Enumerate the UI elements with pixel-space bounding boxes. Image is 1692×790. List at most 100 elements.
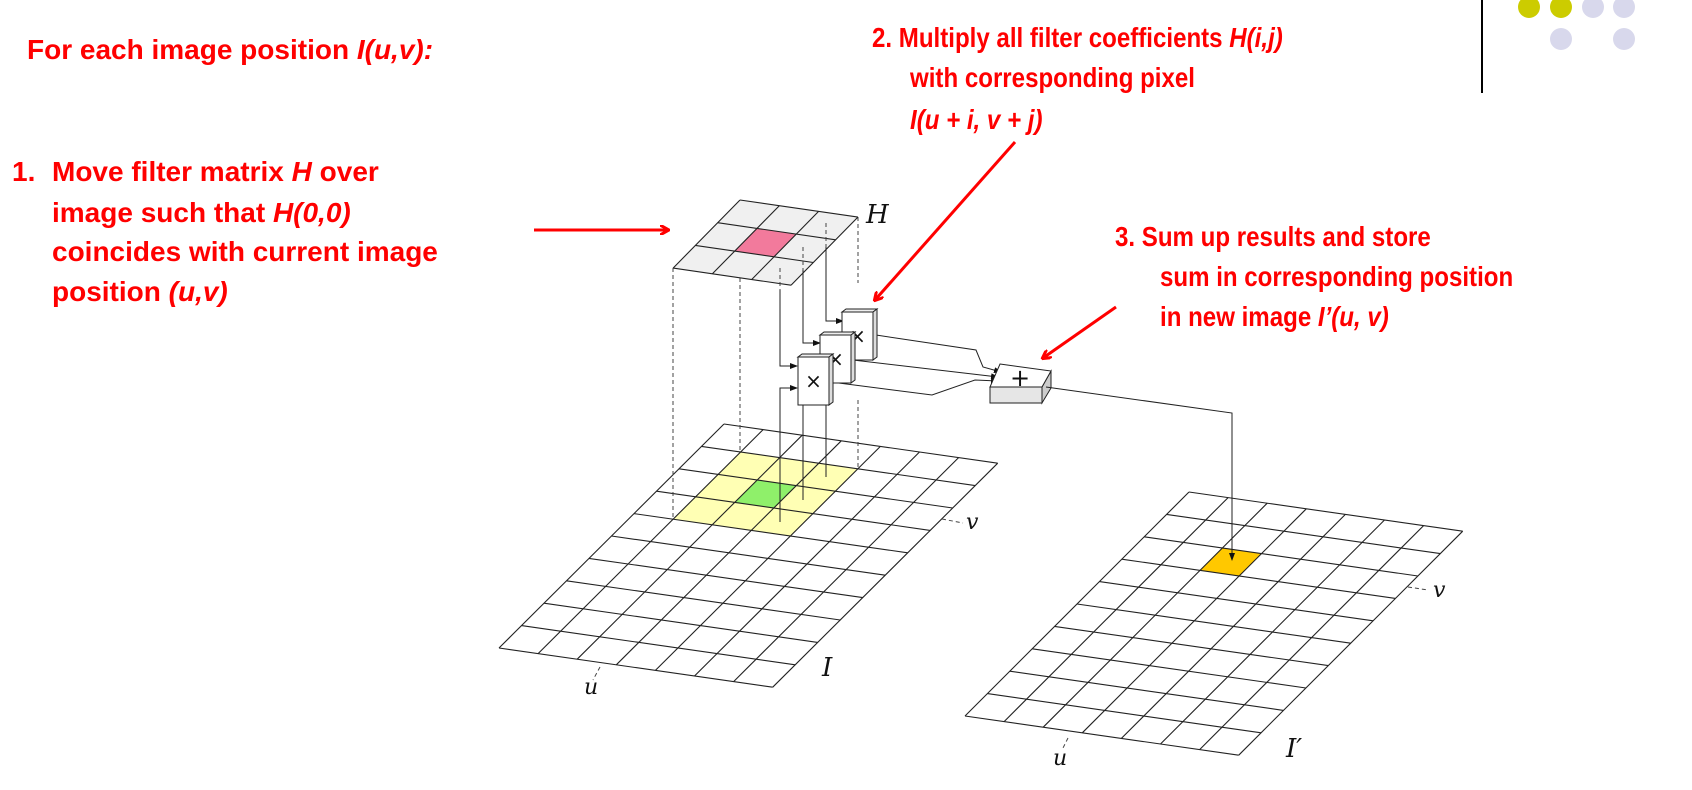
image-grid-I-prime-col-line xyxy=(1199,525,1424,750)
multiplier-box-side xyxy=(850,331,856,384)
image-grid-I-prime-row-line xyxy=(1054,625,1329,667)
image-grid-I-col-line xyxy=(537,429,764,654)
image-grid-I-row-line xyxy=(723,423,998,464)
multiplier-box xyxy=(797,356,830,406)
product-to-sum-line xyxy=(875,334,1002,374)
decor-dot-yellow xyxy=(1518,0,1540,18)
image-grid-I-highlighted-cell xyxy=(734,480,797,508)
image-grid-I-prime-col-line xyxy=(1238,530,1464,756)
image-grid-I-prime-col-line xyxy=(1081,508,1307,734)
filter-grid-H-row-line xyxy=(695,244,814,264)
image-grid-I-prime-row-line xyxy=(987,693,1262,734)
text: position xyxy=(52,276,169,307)
heading-text: For each image position xyxy=(27,34,357,65)
sum-to-output-line xyxy=(1045,386,1235,561)
image-grid-I-prime-row-line xyxy=(964,715,1239,756)
image-grid-I-col-line xyxy=(733,457,959,682)
image-grid-I-row-line xyxy=(611,535,886,576)
step3-line2: sum in corresponding position xyxy=(1160,261,1514,292)
image-grid-I-prime-col-line xyxy=(964,491,1190,717)
u-axis-tick xyxy=(1061,737,1069,751)
image-grid-I-row-line xyxy=(566,580,841,621)
image-grid-I-row-line xyxy=(633,513,908,554)
label-I: I xyxy=(822,653,833,683)
image-grid-I-prime-col-line xyxy=(1160,519,1385,745)
label-v: v xyxy=(966,510,979,535)
image-grid-I-col-line xyxy=(655,446,881,671)
step3-line3: in new image I’(u, v) xyxy=(1160,300,1389,334)
image-grid-I-prime-row-line xyxy=(1032,648,1306,689)
label-u: u xyxy=(584,675,599,700)
image-grid-I-prime-row-line xyxy=(1166,513,1441,555)
image-grid-I-row-line xyxy=(588,557,863,599)
text: Multiply all filter coefficients xyxy=(898,22,1230,53)
filter-grid-H-col-line xyxy=(712,205,780,275)
text: image such that xyxy=(52,197,273,228)
text: Move filter matrix xyxy=(52,156,292,187)
step1-line3: coincides with current image xyxy=(52,236,438,267)
decor-dot-lavender xyxy=(1582,0,1604,18)
image-grid-I-row-line xyxy=(498,647,773,688)
decor-dot-lavender xyxy=(1613,28,1635,50)
image-grid-I-row-line xyxy=(543,602,818,643)
multiplier-box-side xyxy=(872,308,878,361)
text-italic: I(u + i, v + j) xyxy=(910,104,1043,135)
text-italic: H(0,0) xyxy=(272,197,351,228)
image-grid-I-prime-row-line xyxy=(1121,558,1396,599)
step2-line3: I(u + i, v + j) xyxy=(910,103,1042,137)
v-axis-tick xyxy=(1407,586,1429,591)
image-grid-I-highlighted-cell xyxy=(751,508,813,536)
image-grid-I-row-line xyxy=(678,468,953,509)
image-grid-I-col-line xyxy=(772,462,999,688)
divider-line xyxy=(1481,0,1483,93)
product-to-sum-line xyxy=(852,359,999,380)
image-grid-I-highlighted-cell xyxy=(718,452,780,480)
image-grid-I-highlighted-cell xyxy=(695,474,758,503)
filter-to-multiplier-line xyxy=(802,270,821,346)
heading-italic: I(u,v): xyxy=(356,34,434,65)
text: over xyxy=(311,156,379,187)
step2-line1: 2. Multiply all filter coefficients H(i,… xyxy=(872,21,1283,55)
image-grid-I-highlighted-cell xyxy=(712,502,774,531)
filter-grid-H-row-line xyxy=(673,267,792,286)
decor-dot-lavender xyxy=(1550,28,1572,50)
text-italic: I’(u, v) xyxy=(1317,301,1389,332)
multiplier-box-side xyxy=(828,353,834,406)
image-grid-I-col-line xyxy=(576,434,803,660)
image-grid-I-prime-col-line xyxy=(1042,502,1268,728)
image-grid-I-row-line xyxy=(656,490,931,531)
image-grid-I-prime-col-line xyxy=(1003,497,1229,722)
image-grid-I-highlighted-cell xyxy=(673,496,735,525)
product-to-sum-line xyxy=(830,377,999,396)
image-grid-I-prime-col-line xyxy=(1121,514,1346,739)
image-grid-I-highlighted-cell xyxy=(773,485,836,514)
text-italic: H xyxy=(291,156,312,187)
label-v-prime: v xyxy=(1433,578,1446,603)
step2-arrow xyxy=(875,141,1017,300)
text: in new image xyxy=(1160,301,1318,332)
image-grid-I-highlighted-cell xyxy=(796,463,858,492)
decor-dot-yellow xyxy=(1550,0,1572,18)
step3-arrow xyxy=(1043,305,1117,358)
u-axis-tick xyxy=(592,666,601,681)
filter-grid-H-col-line xyxy=(672,199,741,269)
decor-dot-lavender xyxy=(1613,0,1635,18)
filter-grid-H-row-line xyxy=(717,222,836,241)
multiply-icon: × xyxy=(805,369,822,393)
image-grid-I-col-line xyxy=(615,440,842,666)
step3-line1: 3. Sum up results and store xyxy=(1115,220,1431,254)
sum-box-top xyxy=(989,363,1052,388)
filter-to-multiplier-line xyxy=(779,290,798,369)
image-grid-I-prime-row-line xyxy=(1099,581,1374,622)
image-grid-I-prime-row-line xyxy=(1188,491,1463,532)
v-axis-tick xyxy=(941,518,964,524)
filter-grid-H-col-line xyxy=(751,211,819,280)
sum-icon: + xyxy=(1010,364,1030,392)
text: Sum up results and store xyxy=(1141,221,1431,252)
filter-grid-H-col-line xyxy=(790,216,859,286)
step1-line2: image such that H(0,0) xyxy=(52,196,351,230)
text-italic: (u,v) xyxy=(168,276,228,307)
step1-line4: position (u,v) xyxy=(52,275,228,309)
